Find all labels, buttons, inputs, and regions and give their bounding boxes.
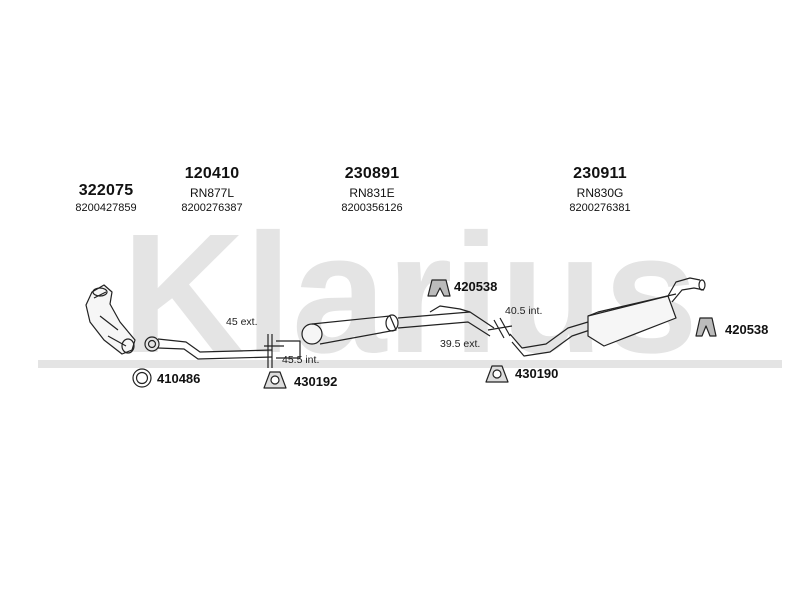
ring-label: 410486 xyxy=(157,371,201,386)
mount-label: 430190 xyxy=(515,366,559,381)
measurement-label: 45.5 int. xyxy=(282,354,320,366)
part-oe-number: 8200276387 xyxy=(181,202,243,214)
bracket-label: 420538 xyxy=(454,279,498,294)
part-230891: 230891 RN831E 8200356126 xyxy=(318,165,426,214)
part-code: RN877L xyxy=(189,186,235,200)
centre-silencer xyxy=(276,305,495,359)
part-number: 120410 xyxy=(184,165,240,182)
part-number: 230891 xyxy=(344,165,400,182)
measurement-label: 39.5 ext. xyxy=(440,338,481,350)
part-120410: 120410 RN877L 8200276387 xyxy=(158,165,266,214)
joint-rear xyxy=(487,317,513,339)
part-code: RN831E xyxy=(349,186,395,200)
part-oe-number: 8200276381 xyxy=(569,202,631,214)
bracket-icon xyxy=(427,279,451,297)
sealing-ring-icon xyxy=(132,368,152,388)
rubber-mount-icon xyxy=(263,371,287,389)
rubber-mount-icon xyxy=(485,365,509,383)
watermark-underline xyxy=(38,360,782,368)
measurement-label: 40.5 int. xyxy=(505,305,543,317)
part-oe-number: 8200356126 xyxy=(341,202,403,214)
joint-front xyxy=(264,334,284,368)
rear-silencer xyxy=(509,277,706,357)
bracket-icon xyxy=(695,317,717,337)
bracket-label: 420538 xyxy=(725,322,769,337)
measurement-label: 45 ext. xyxy=(226,316,258,328)
part-oe-number: 8200427859 xyxy=(75,202,137,214)
part-230911: 230911 RN830G 8200276381 xyxy=(546,165,654,214)
catalytic-converter xyxy=(85,284,136,355)
watermark-text: Klarius xyxy=(122,212,698,382)
mount-label: 430192 xyxy=(294,374,338,389)
klarius-watermark: Klarius xyxy=(38,212,782,382)
part-number: 230911 xyxy=(573,165,627,182)
front-pipe xyxy=(144,336,273,360)
part-code: RN830G xyxy=(576,186,624,200)
part-322075: 322075 8200427859 xyxy=(50,182,162,214)
part-number: 322075 xyxy=(78,182,134,199)
